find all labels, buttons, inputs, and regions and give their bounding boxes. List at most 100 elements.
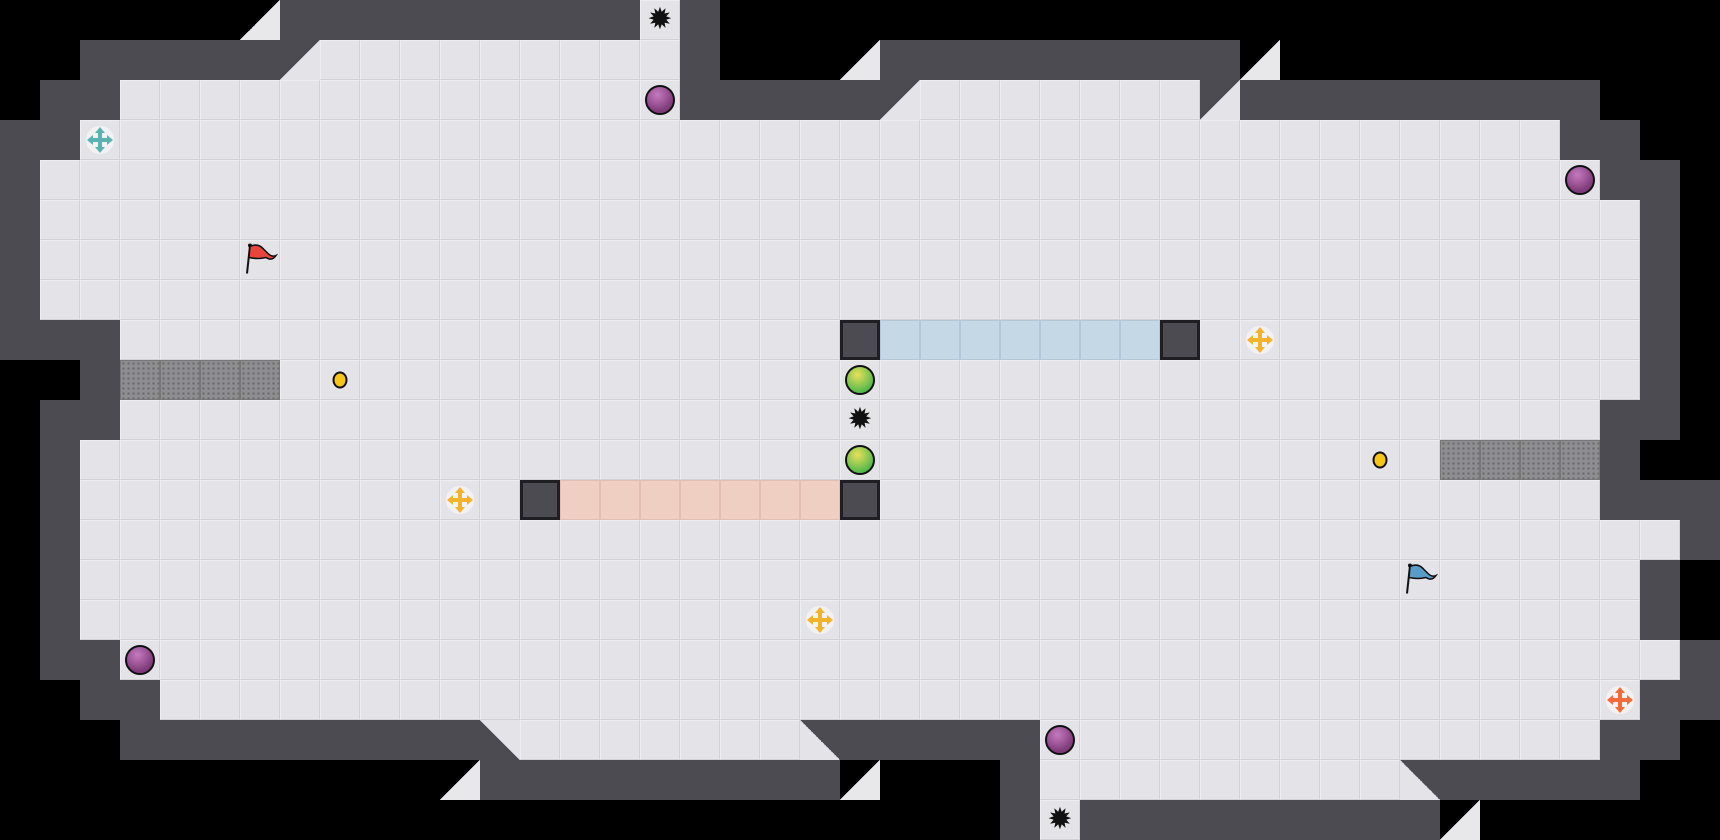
- floor-tile: [1120, 680, 1160, 720]
- floor-tile: [1520, 640, 1560, 680]
- floor-tile: [760, 520, 800, 560]
- floor-tile: [960, 400, 1000, 440]
- floor-tile: [680, 720, 720, 760]
- floor-tile: [1080, 600, 1120, 640]
- floor-tile: [480, 480, 520, 520]
- wall-tile: [80, 80, 120, 120]
- floor-tile: [440, 240, 480, 280]
- floor-tile: [800, 640, 840, 680]
- floor-tile: [1360, 200, 1400, 240]
- floor-tile: [760, 600, 800, 640]
- wall-block: [520, 480, 560, 520]
- wall-tile: [40, 440, 80, 480]
- floor-tile: [1240, 720, 1280, 760]
- floor-tile: [800, 400, 840, 440]
- floor-tile: [1520, 680, 1560, 720]
- wall-tile: [1640, 280, 1680, 320]
- floor-tile: [1240, 120, 1280, 160]
- wall-tile: [1200, 40, 1240, 80]
- floor-tile: [520, 200, 560, 240]
- floor-tile: [920, 520, 960, 560]
- wall-tile: [0, 160, 40, 200]
- wall-tile: [680, 40, 720, 80]
- floor-tile: [1120, 120, 1160, 160]
- floor-tile: [40, 280, 80, 320]
- floor-tile: [640, 360, 680, 400]
- floor-tile: [1080, 520, 1120, 560]
- floor-tile: [520, 320, 560, 360]
- floor-tile: [800, 280, 840, 320]
- floor-tile: [1480, 640, 1520, 680]
- floor-tile: [280, 640, 320, 680]
- floor-tile: [320, 600, 360, 640]
- wall-tile: [1600, 160, 1640, 200]
- floor-tile: [1600, 360, 1640, 400]
- floor-tile: [800, 560, 840, 600]
- floor-tile: [600, 240, 640, 280]
- floor-tile: [240, 120, 280, 160]
- wall-tile: [600, 760, 640, 800]
- floor-tile: [320, 480, 360, 520]
- floor-tile: [560, 160, 600, 200]
- wall-tile: [1600, 720, 1640, 760]
- floor-tile: [480, 40, 520, 80]
- floor-tile: [920, 240, 960, 280]
- floor-tile: [40, 200, 80, 240]
- floor-tile: [640, 120, 680, 160]
- floor-tile: [1280, 240, 1320, 280]
- wall-tile: [1680, 520, 1720, 560]
- floor-tile: [520, 400, 560, 440]
- wall-tile: [200, 40, 240, 80]
- bomb-icon: [645, 85, 675, 115]
- wall-tile: [1320, 80, 1360, 120]
- floor-tile: [80, 520, 120, 560]
- floor-tile: [1440, 640, 1480, 680]
- floor-tile: [120, 160, 160, 200]
- floor-tile: [160, 680, 200, 720]
- floor-tile: [960, 80, 1000, 120]
- floor-tile: [1640, 520, 1680, 560]
- floor-tile: [920, 440, 960, 480]
- floor-tile: [1360, 720, 1400, 760]
- floor-tile: [440, 640, 480, 680]
- floor-tile: [1080, 720, 1120, 760]
- red-gate-tile: [760, 480, 800, 520]
- floor-tile: [880, 480, 920, 520]
- floor-tile: [800, 200, 840, 240]
- floor-tile: [1520, 240, 1560, 280]
- wall-tile: [80, 320, 120, 360]
- wall-tile: [280, 720, 320, 760]
- floor-tile: [440, 80, 480, 120]
- floor-tile: [1240, 200, 1280, 240]
- floor-tile: [960, 120, 1000, 160]
- wall-tile: [1000, 800, 1040, 840]
- floor-tile: [1080, 640, 1120, 680]
- floor-tile: [1480, 560, 1520, 600]
- floor-tile: [880, 600, 920, 640]
- floor-tile: [160, 320, 200, 360]
- floor-tile: [1640, 640, 1680, 680]
- floor-tile: [1200, 720, 1240, 760]
- floor-tile: [240, 560, 280, 600]
- grate-tile: [120, 360, 160, 400]
- floor-tile: [1360, 480, 1400, 520]
- floor-tile: [1200, 160, 1240, 200]
- floor-tile: [640, 520, 680, 560]
- floor-tile: [1000, 600, 1040, 640]
- floor-tile: [1000, 400, 1040, 440]
- wall-tile: [1320, 800, 1360, 840]
- floor-tile: [400, 600, 440, 640]
- floor-tile: [400, 200, 440, 240]
- floor-tile: [920, 160, 960, 200]
- floor-tile: [1320, 440, 1360, 480]
- floor-tile: [1200, 640, 1240, 680]
- grate-tile: [1520, 440, 1560, 480]
- wall-tile: [1200, 800, 1240, 840]
- diagonal-wall-tile: [1400, 760, 1440, 800]
- diagonal-wall-tile: [840, 40, 880, 80]
- floor-tile: [1040, 120, 1080, 160]
- floor-tile: [1600, 520, 1640, 560]
- floor-tile: [1160, 720, 1200, 760]
- floor-tile: [200, 240, 240, 280]
- wall-tile: [520, 0, 560, 40]
